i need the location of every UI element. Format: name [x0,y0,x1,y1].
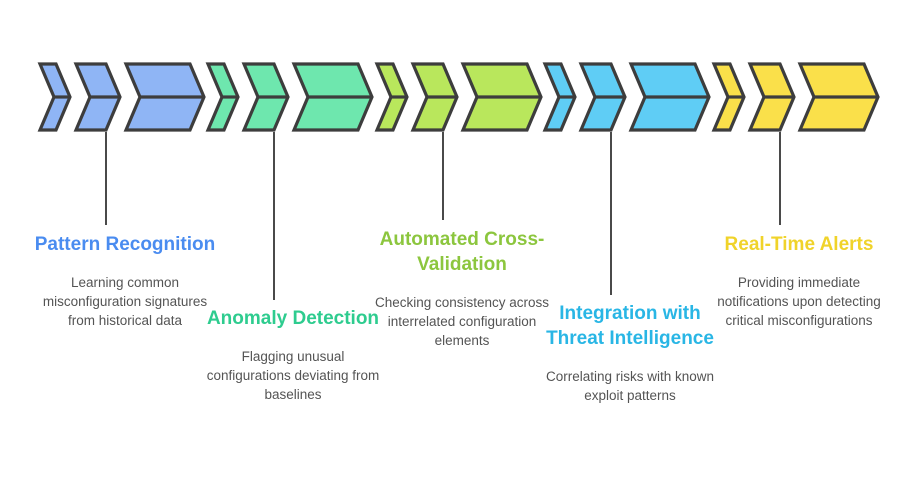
chevron-group-pattern-recognition [37,62,210,132]
step-title-real-time-alerts: Real-Time Alerts [724,234,874,255]
chevron-group-real-time-alerts [711,62,884,132]
chevron-group-integration-with-threat-intelligence [542,62,715,132]
connector-line-automated-cross-validation [442,132,444,220]
step-description-automated-cross-validation: Checking consistency across interrelated… [374,295,550,348]
step-title-pattern-recognition: Pattern Recognition [34,234,216,255]
step-title-automated-cross-validation: Automated Cross-Validation [379,229,545,275]
connector-line-integration-with-threat-intelligence [610,132,612,295]
step-description-real-time-alerts: Providing immediate notifications upon d… [717,275,881,328]
step-title-anomaly-detection: Anomaly Detection [206,308,380,329]
step-description-anomaly-detection: Flagging unusual configurations deviatin… [206,349,380,402]
step-description-integration-with-threat-intelligence: Correlating risks with known exploit pat… [545,369,715,403]
connector-line-real-time-alerts [779,132,781,225]
step-title-integration-with-threat-intelligence: Integration with Threat Intelligence [546,303,714,349]
chevron-group-anomaly-detection [205,62,378,132]
connector-line-anomaly-detection [273,132,275,300]
chevron-group-automated-cross-validation [374,62,547,132]
connector-line-pattern-recognition [105,132,107,225]
step-description-pattern-recognition: Learning common misconfiguration signatu… [42,275,208,328]
